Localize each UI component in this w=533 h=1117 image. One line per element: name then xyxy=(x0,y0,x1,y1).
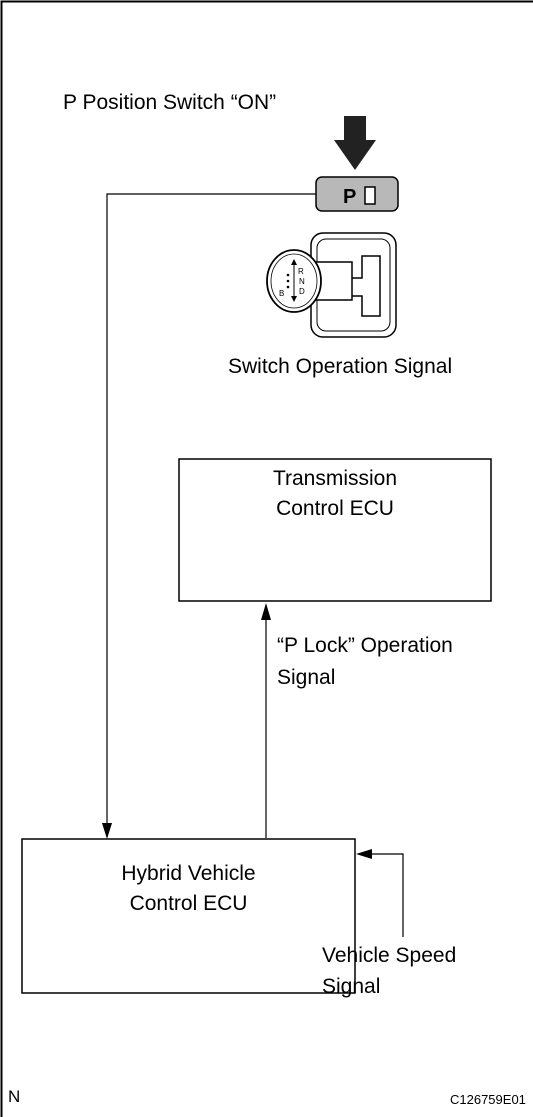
p-button-letter: P xyxy=(343,186,356,208)
plock-signal-label-line1: “P Lock” Operation xyxy=(277,634,453,657)
p-switch-label: P Position Switch “ON” xyxy=(63,91,277,114)
p-position-switch: P xyxy=(315,176,399,212)
press-arrow xyxy=(334,116,376,170)
transmission-ecu-title-line1: Transmission xyxy=(272,467,398,490)
hybrid-ecu-box xyxy=(21,838,356,994)
speed-signal-arrowhead xyxy=(356,849,372,859)
figure-code-label: C126759E01 xyxy=(450,1092,526,1107)
transmission-ecu-box xyxy=(178,458,492,602)
knob-b-label: B xyxy=(279,289,284,298)
corner-n-label: N xyxy=(8,1087,21,1106)
vehicle-speed-signal-label-line2: Signal xyxy=(322,975,381,998)
knob-r-label: R xyxy=(298,267,304,276)
hybrid-ecu-title-line2: Control ECU xyxy=(129,892,248,915)
transmission-ecu-title-line2: Control ECU xyxy=(276,497,394,520)
hybrid-ecu-title-line1: Hybrid Vehicle xyxy=(121,862,256,885)
p-indicator-icon xyxy=(364,186,376,205)
knob-d-label: D xyxy=(299,287,305,296)
plock-signal-arrowhead xyxy=(261,603,271,620)
shift-lever-icon: R N D B xyxy=(266,232,397,338)
switch-to-hv-arrowhead xyxy=(102,823,112,839)
switch-to-hv-line xyxy=(106,193,316,825)
plock-signal-label-line2: Signal xyxy=(277,666,336,689)
vehicle-speed-signal-label-line1: Vehicle Speed xyxy=(322,944,457,967)
switch-operation-signal-label: Switch Operation Signal xyxy=(228,355,453,378)
speed-signal-line xyxy=(372,853,404,937)
knob-n-label: N xyxy=(299,277,305,286)
